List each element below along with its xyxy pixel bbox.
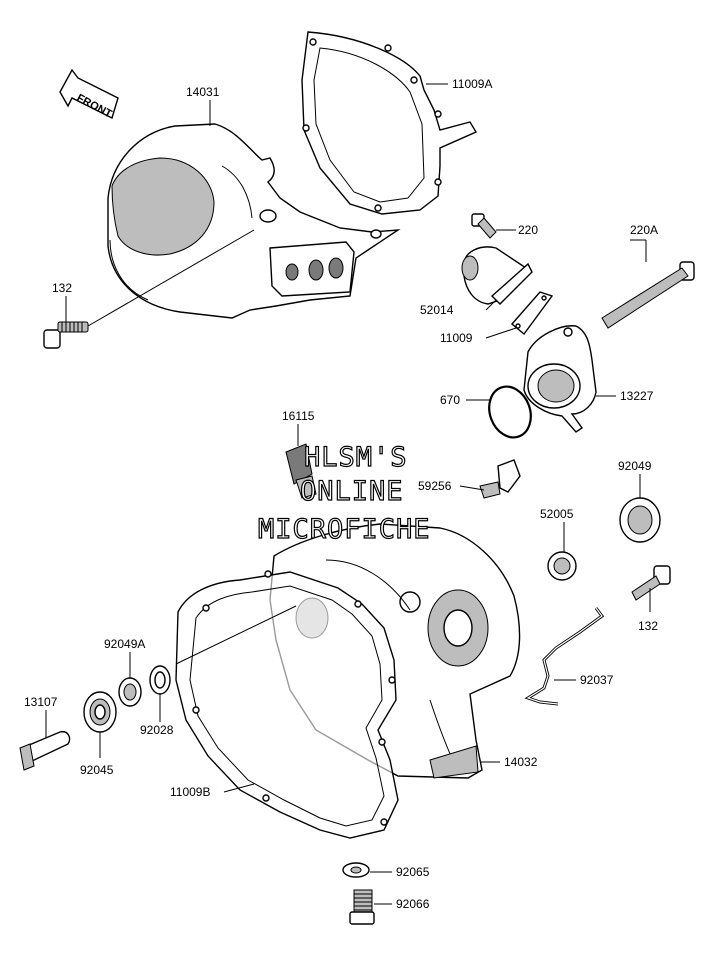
part-labels: 14031 11009A 220 220A 132 52014 11009 67…	[24, 77, 658, 911]
label-13107: 13107	[24, 695, 58, 709]
label-132-right: 132	[638, 619, 658, 633]
label-92049A: 92049A	[104, 637, 145, 651]
label-92049: 92049	[618, 459, 652, 473]
collar-92028[interactable]	[149, 665, 171, 695]
label-92045: 92045	[80, 763, 114, 777]
watermark: HLSM'S ONLINE MICROFICHE	[257, 441, 431, 545]
label-14031: 14031	[186, 85, 220, 99]
label-92037: 92037	[580, 673, 614, 687]
gasket-11009A[interactable]	[301, 31, 478, 215]
water-pipe-52014[interactable]	[461, 246, 533, 305]
watermark-line-2: ONLINE	[300, 476, 404, 507]
bolt-220[interactable]	[471, 213, 497, 239]
gasket-11009[interactable]	[511, 291, 554, 336]
shaft-13107[interactable]	[19, 730, 71, 771]
label-670: 670	[440, 393, 460, 407]
oil-seal-92049[interactable]	[619, 497, 661, 543]
label-59256: 59256	[418, 479, 452, 493]
label-52005: 52005	[540, 507, 574, 521]
pipe-92037[interactable]	[524, 607, 605, 706]
label-92066: 92066	[396, 897, 430, 911]
pump-cover-13227[interactable]	[523, 325, 597, 433]
label-11009B: 11009B	[170, 785, 210, 799]
label-14032: 14032	[504, 755, 538, 769]
bolt-220A[interactable]	[601, 261, 695, 329]
bolt-132-right[interactable]	[631, 565, 671, 601]
bolt-92066[interactable]	[349, 889, 375, 925]
label-13227: 13227	[620, 389, 654, 403]
bushing-52005[interactable]	[547, 551, 577, 581]
label-11009: 11009	[440, 331, 473, 345]
label-92028: 92028	[140, 723, 174, 737]
label-92065: 92065	[396, 865, 430, 879]
washer-92065[interactable]	[342, 862, 370, 878]
watermark-line-1: HLSM'S	[304, 442, 408, 473]
label-220A: 220A	[630, 223, 658, 237]
bearing-92045[interactable]	[83, 691, 117, 733]
label-220: 220	[518, 223, 538, 237]
gasket-11009B[interactable]	[175, 570, 399, 839]
label-11009A: 11009A	[452, 77, 492, 91]
oil-seal-92049A[interactable]	[118, 677, 142, 707]
part-16115[interactable]	[285, 443, 317, 499]
o-ring-670[interactable]	[482, 381, 537, 444]
ignition-cover-14031[interactable]	[107, 123, 401, 319]
label-16115: 16115	[282, 409, 315, 423]
part-59256[interactable]	[479, 459, 521, 499]
watermark-line-3: MICROFICHE	[258, 514, 431, 545]
front-arrow-icon: FRONT	[59, 68, 119, 121]
label-52014: 52014	[420, 303, 454, 317]
leader-lines	[45, 83, 651, 905]
label-132-upper: 132	[52, 281, 72, 295]
